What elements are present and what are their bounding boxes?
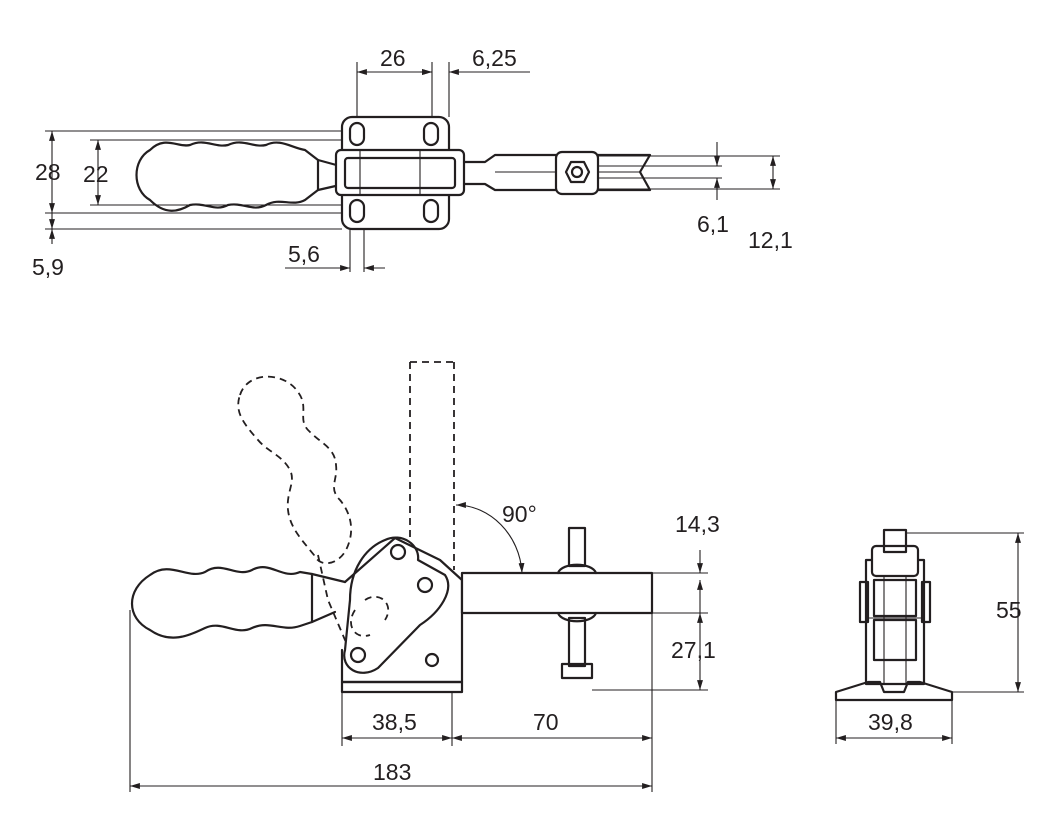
side-view-link-plate bbox=[343, 536, 450, 674]
end-view-spindle bbox=[882, 528, 908, 554]
dim-5-6-label: 5,6 bbox=[288, 241, 320, 267]
dim-38-5-label: 38,5 bbox=[372, 709, 417, 735]
side-view-base bbox=[340, 680, 464, 694]
dim-55-label: 55 bbox=[996, 597, 1022, 623]
dim-28-label: 28 bbox=[35, 159, 61, 185]
side-view-spindle-top bbox=[567, 526, 587, 568]
dim-6-25-label: 6,25 bbox=[472, 45, 517, 71]
top-view-slot bbox=[348, 198, 366, 224]
dim-5-9-label: 5,9 bbox=[32, 254, 64, 280]
dim-12-1-label: 12,1 bbox=[748, 227, 793, 253]
angle-90-label: 90° bbox=[502, 501, 537, 527]
side-view-pivot-pin bbox=[416, 576, 434, 594]
side-view-open-bar-ghost bbox=[409, 361, 455, 570]
side-view-open-handle-ghost bbox=[237, 375, 353, 564]
top-view-handle-grip bbox=[135, 141, 320, 212]
dim-39-8-label: 39,8 bbox=[868, 709, 913, 735]
side-view-spindle-nut bbox=[560, 662, 594, 680]
dim-26-label: 26 bbox=[380, 45, 406, 71]
dim-70-label: 70 bbox=[533, 709, 559, 735]
side-view-spindle-bottom bbox=[567, 616, 587, 668]
top-view-body-inner bbox=[343, 156, 457, 190]
side-view-clamp-bar bbox=[460, 571, 654, 615]
top-view: 26 6,25 28 22 5,9 5,6 6,1 12,1 bbox=[32, 45, 793, 280]
dim-6-1-label: 6,1 bbox=[697, 211, 729, 237]
top-view-hex-icon bbox=[564, 160, 591, 184]
end-view-clamp-head bbox=[870, 544, 920, 578]
end-view: 55 39,8 bbox=[834, 528, 1024, 744]
dim-22-label: 22 bbox=[83, 161, 109, 187]
side-view: 90° 14,3 27,1 38,5 70 183 bbox=[129, 361, 720, 792]
dim-14-3-label: 14,3 bbox=[675, 511, 720, 537]
side-view-handle-grip bbox=[130, 566, 314, 639]
top-view-spindle-nut bbox=[554, 150, 600, 196]
side-view-pivot-pin bbox=[389, 543, 407, 561]
end-view-base bbox=[834, 680, 954, 702]
side-view-pivot-pin bbox=[424, 652, 440, 668]
dim-27-1-label: 27,1 bbox=[671, 637, 716, 663]
top-view-slot bbox=[422, 198, 440, 224]
top-view-body bbox=[334, 148, 466, 197]
side-view-handle-shank bbox=[310, 572, 347, 624]
top-view-slot bbox=[348, 121, 366, 147]
top-view-slot bbox=[422, 121, 440, 147]
side-view-pivot-pin bbox=[349, 646, 367, 664]
dim-183-label: 183 bbox=[373, 759, 411, 785]
